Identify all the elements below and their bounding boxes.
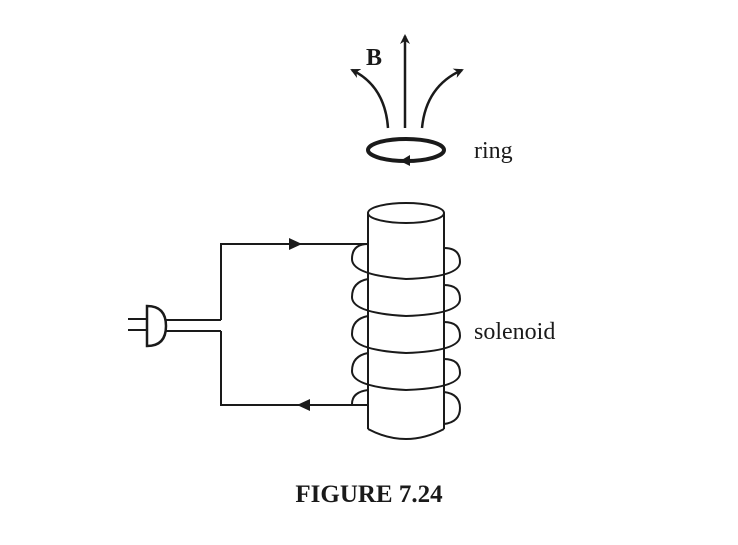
solenoid-coil	[350, 243, 462, 405]
wire-bottom-arrow	[297, 399, 310, 411]
plug	[128, 304, 221, 348]
field-label: B	[366, 45, 382, 71]
solenoid-coil-exit	[443, 391, 462, 425]
ring-current-arrow	[400, 155, 410, 166]
wire-top	[220, 243, 368, 320]
solenoid-bottom-edge	[367, 428, 445, 440]
solenoid-label: solenoid	[474, 319, 555, 345]
plug-body	[145, 304, 168, 348]
wire-bottom	[220, 331, 368, 406]
solenoid	[350, 202, 462, 440]
magnetic-field-lines	[350, 34, 464, 129]
field-line-left	[350, 68, 390, 129]
field-line-right	[420, 68, 464, 129]
wire-top-arrow	[289, 238, 302, 250]
circuit-wires	[220, 238, 368, 411]
solenoid-top-cap	[367, 202, 445, 224]
ring	[366, 137, 446, 166]
figure-caption: FIGURE 7.24	[295, 481, 443, 508]
ring-label: ring	[474, 138, 513, 164]
